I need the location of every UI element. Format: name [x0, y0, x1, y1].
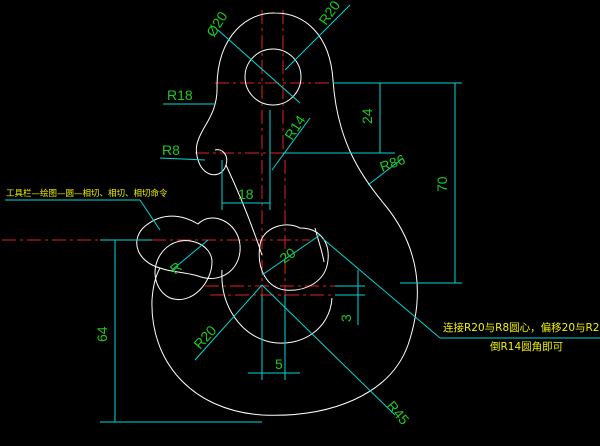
arc-r14-segment [314, 227, 325, 263]
arc-r18-r8 [195, 84, 228, 176]
hole-d20 [244, 48, 302, 106]
tool-note-leader [139, 199, 161, 231]
part-outline [136, 12, 418, 416]
leader-r-small [171, 239, 209, 271]
label-5: 5 [275, 356, 283, 372]
arc-r20-top [216, 12, 334, 86]
leader-r8 [159, 157, 206, 161]
label-24: 24 [359, 108, 375, 124]
annotation-notes: 工具栏—绘图—圆—相切、相切、相切命令 连接R20与R8圆心，偏移20与R20圆… [6, 188, 600, 353]
label-64: 64 [94, 326, 110, 342]
tangent-circle-middle [258, 224, 329, 291]
connector-line [225, 164, 263, 256]
leader-r86 [367, 157, 404, 186]
arc-r86 [332, 79, 418, 346]
inner-loop-r [154, 240, 213, 301]
label-r18: R18 [167, 87, 193, 103]
tangent-note-line2: 倒R14圆角即可 [490, 341, 563, 353]
label-r8: R8 [162, 142, 180, 158]
label-18: 18 [238, 186, 254, 202]
tangent-note-line1: 连接R20与R8圆心，偏移20与R20圆相切 [443, 321, 600, 334]
leader-d20 [217, 29, 301, 104]
label-3: 3 [338, 314, 354, 322]
tool-note: 工具栏—绘图—圆—相切、相切、相切命令 [6, 188, 168, 199]
arc-r45 [151, 267, 409, 416]
leader-r20-top [284, 4, 351, 71]
blob-outer-left [136, 215, 241, 279]
leader-note [321, 237, 441, 339]
dimension-lines [5, 4, 600, 423]
arc-r20-bottom [221, 269, 333, 344]
leader-r14 [271, 117, 311, 171]
dim-20-mid [261, 234, 321, 276]
label-70: 70 [434, 176, 450, 192]
leader-r20-bottom [194, 284, 263, 361]
leader-r45 [261, 284, 396, 416]
